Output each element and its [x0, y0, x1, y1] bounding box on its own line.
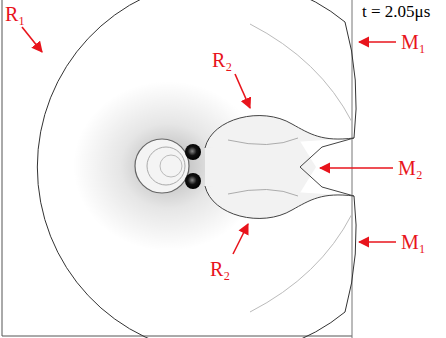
- transmitted-wave: [250, 214, 352, 312]
- leader-arrow: [233, 224, 248, 254]
- mach-stem-center: [300, 138, 354, 196]
- frame-bottom: [2, 336, 352, 337]
- leader-arrow: [359, 41, 396, 43]
- shock-label: R₂: [210, 259, 230, 279]
- leader-arrow: [22, 27, 42, 52]
- bubble: [135, 139, 189, 193]
- leader-arrow: [359, 241, 396, 243]
- leader-arrow: [320, 167, 393, 169]
- shock-label: M₁: [401, 32, 426, 52]
- bubble-ring: [147, 147, 185, 185]
- incident-shock: [37, 0, 345, 338]
- shock-label: M₂: [398, 158, 423, 178]
- frame-left: [2, 0, 3, 336]
- shock-label: R₂: [212, 50, 232, 70]
- bubble-ring: [160, 155, 182, 177]
- mach-stem: [345, 22, 356, 138]
- vortex: [185, 144, 201, 160]
- leader-arrow: [235, 74, 250, 108]
- slip-line: [228, 138, 298, 196]
- time-label: t = 2.05μs: [362, 3, 430, 20]
- mach-stem: [345, 196, 356, 312]
- vortex: [185, 173, 201, 189]
- shock-label: R₁: [5, 4, 25, 24]
- transmitted-wave: [250, 24, 352, 122]
- shock-label: M₁: [401, 232, 426, 252]
